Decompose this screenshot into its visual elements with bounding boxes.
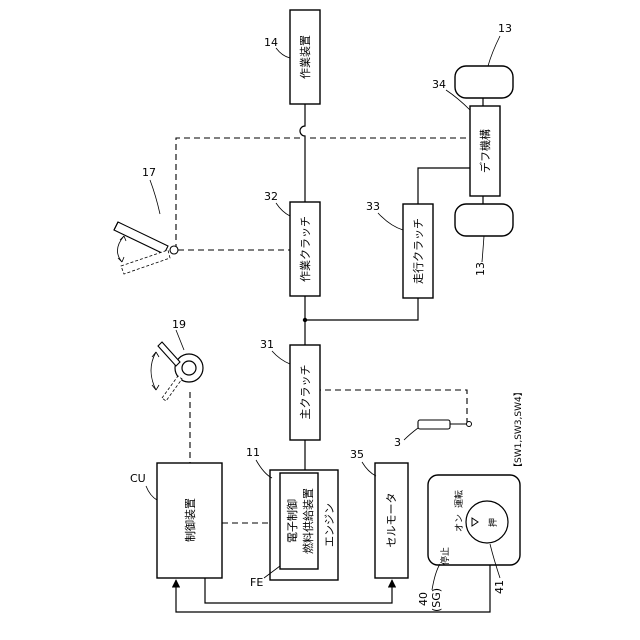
diff-label: デフ機構 xyxy=(478,129,492,173)
switch-pos-run: 運転 xyxy=(454,490,465,508)
switch-note: 【SW1,SW3,SW4】 xyxy=(513,387,524,472)
switch-pos-stop: 停止 xyxy=(439,547,451,565)
switch-panel-ref-line2: (SG) xyxy=(430,588,443,612)
wheel-top xyxy=(455,66,513,98)
work-clutch-block: 作業クラッチ xyxy=(290,202,320,296)
pedal-ref: 3 xyxy=(394,436,401,449)
key-switch-panel: 停止 オン 運転 押 xyxy=(428,475,520,565)
main-clutch-ref: 31 xyxy=(260,338,274,351)
work-device-label: 作業装置 xyxy=(299,35,312,79)
fuel-device-label-line1: 電子制御 xyxy=(285,499,299,543)
fuel-device-ref: FE xyxy=(250,576,263,589)
wheel-top-ref: 13 xyxy=(498,22,512,35)
controller-label: 制御装置 xyxy=(183,498,197,542)
clutch-pedal xyxy=(418,420,472,429)
switch-panel-ref-line1: 40 xyxy=(417,592,430,606)
work-device-block: 作業装置 xyxy=(290,10,320,104)
controller-ref: CU xyxy=(130,472,146,485)
junction-dot xyxy=(303,318,307,322)
engine-label: エンジン xyxy=(323,503,336,547)
wheel-bottom-ref: 13 xyxy=(474,262,487,276)
work-device-ref: 14 xyxy=(264,36,278,49)
button-ref: 41 xyxy=(493,580,506,594)
diff-ref: 34 xyxy=(432,78,446,91)
push-label: 押 xyxy=(487,518,499,527)
work-clutch-ref: 32 xyxy=(264,190,278,203)
starter-block: セルモータ xyxy=(375,463,408,578)
throttle-dial xyxy=(151,342,203,401)
travel-clutch-label: 走行クラッチ xyxy=(412,218,425,284)
work-lever-ref: 17 xyxy=(142,166,156,179)
fuel-device-block: 電子制御 燃料供給装置 xyxy=(280,473,318,569)
travel-clutch-block: 走行クラッチ xyxy=(403,204,433,298)
main-clutch-block: 主クラッチ xyxy=(290,345,320,440)
work-clutch-label: 作業クラッチ xyxy=(299,216,312,282)
travel-clutch-ref: 33 xyxy=(366,200,380,213)
switch-pos-on: オン xyxy=(454,514,465,532)
wheel-bottom xyxy=(455,204,513,236)
throttle-ref: 19 xyxy=(172,318,186,331)
mechanical-connections xyxy=(300,98,483,470)
fuel-device-label-line2: 燃料供給装置 xyxy=(301,488,315,554)
main-clutch-label: 主クラッチ xyxy=(299,365,312,420)
work-lever xyxy=(114,222,178,274)
engine-ref: 11 xyxy=(246,446,260,459)
diff-block: デフ機構 xyxy=(470,106,500,196)
controller-block: 制御装置 xyxy=(157,463,222,578)
starter-label: セルモータ xyxy=(385,493,398,548)
starter-ref: 35 xyxy=(350,448,364,461)
